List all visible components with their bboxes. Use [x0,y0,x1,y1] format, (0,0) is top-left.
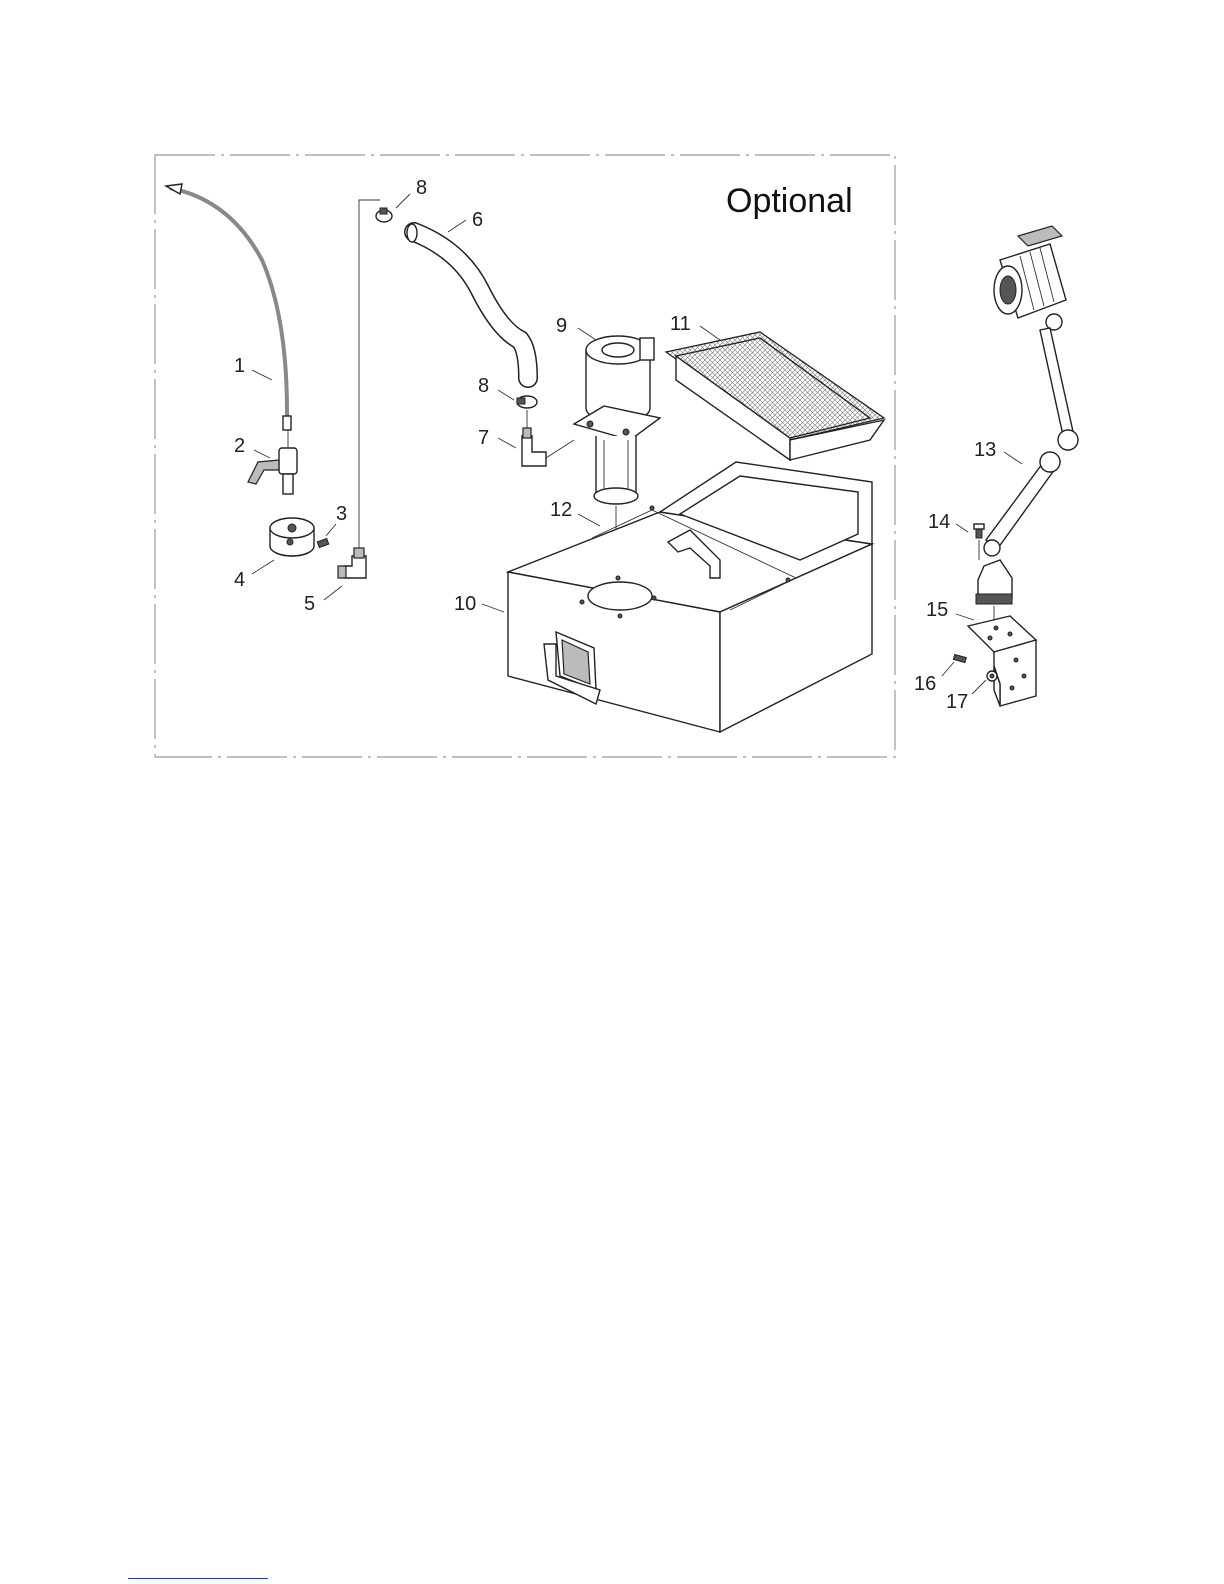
callout-label-12: 12 [550,499,572,521]
bracket-bolt [953,655,966,663]
callout-label-1: 1 [234,355,245,377]
footer-link-underline[interactable] [128,1578,268,1579]
elbow-fitting [338,548,366,578]
callout-label-3: 3 [336,503,347,525]
mounting-block [270,518,314,556]
callout-label-17: 17 [946,691,968,713]
hose-clamp-top [376,208,392,222]
callout-label-7: 7 [478,427,489,449]
callout-label-6: 6 [472,209,483,231]
chip-basket [666,332,884,460]
callout-label-11: 11 [670,313,691,335]
lamp-bracket [968,606,1036,706]
callout-label-15: 15 [926,599,948,621]
coolant-hose [407,224,528,378]
pump-elbow [522,428,546,466]
bracket-washer [987,671,997,681]
set-screw [317,538,328,547]
callout-label-13: 13 [974,439,996,461]
callout-label-8-lower: 8 [478,375,489,397]
work-lamp [976,226,1078,604]
callout-label-5: 5 [304,593,315,615]
hose-clamp-lower [517,396,537,408]
optional-title: Optional [726,182,853,220]
callout-label-2: 2 [234,435,245,457]
callout-label-14: 14 [928,511,950,533]
coolant-valve [248,430,297,494]
callout-label-8-top: 8 [416,177,427,199]
callout-label-16: 16 [914,673,936,695]
callout-label-9: 9 [556,315,567,337]
callout-label-4: 4 [234,569,245,591]
coolant-pump [574,336,660,504]
callout-label-10: 10 [454,593,476,615]
lamp-screw [974,524,984,538]
flexible-coolant-hose [166,184,291,430]
